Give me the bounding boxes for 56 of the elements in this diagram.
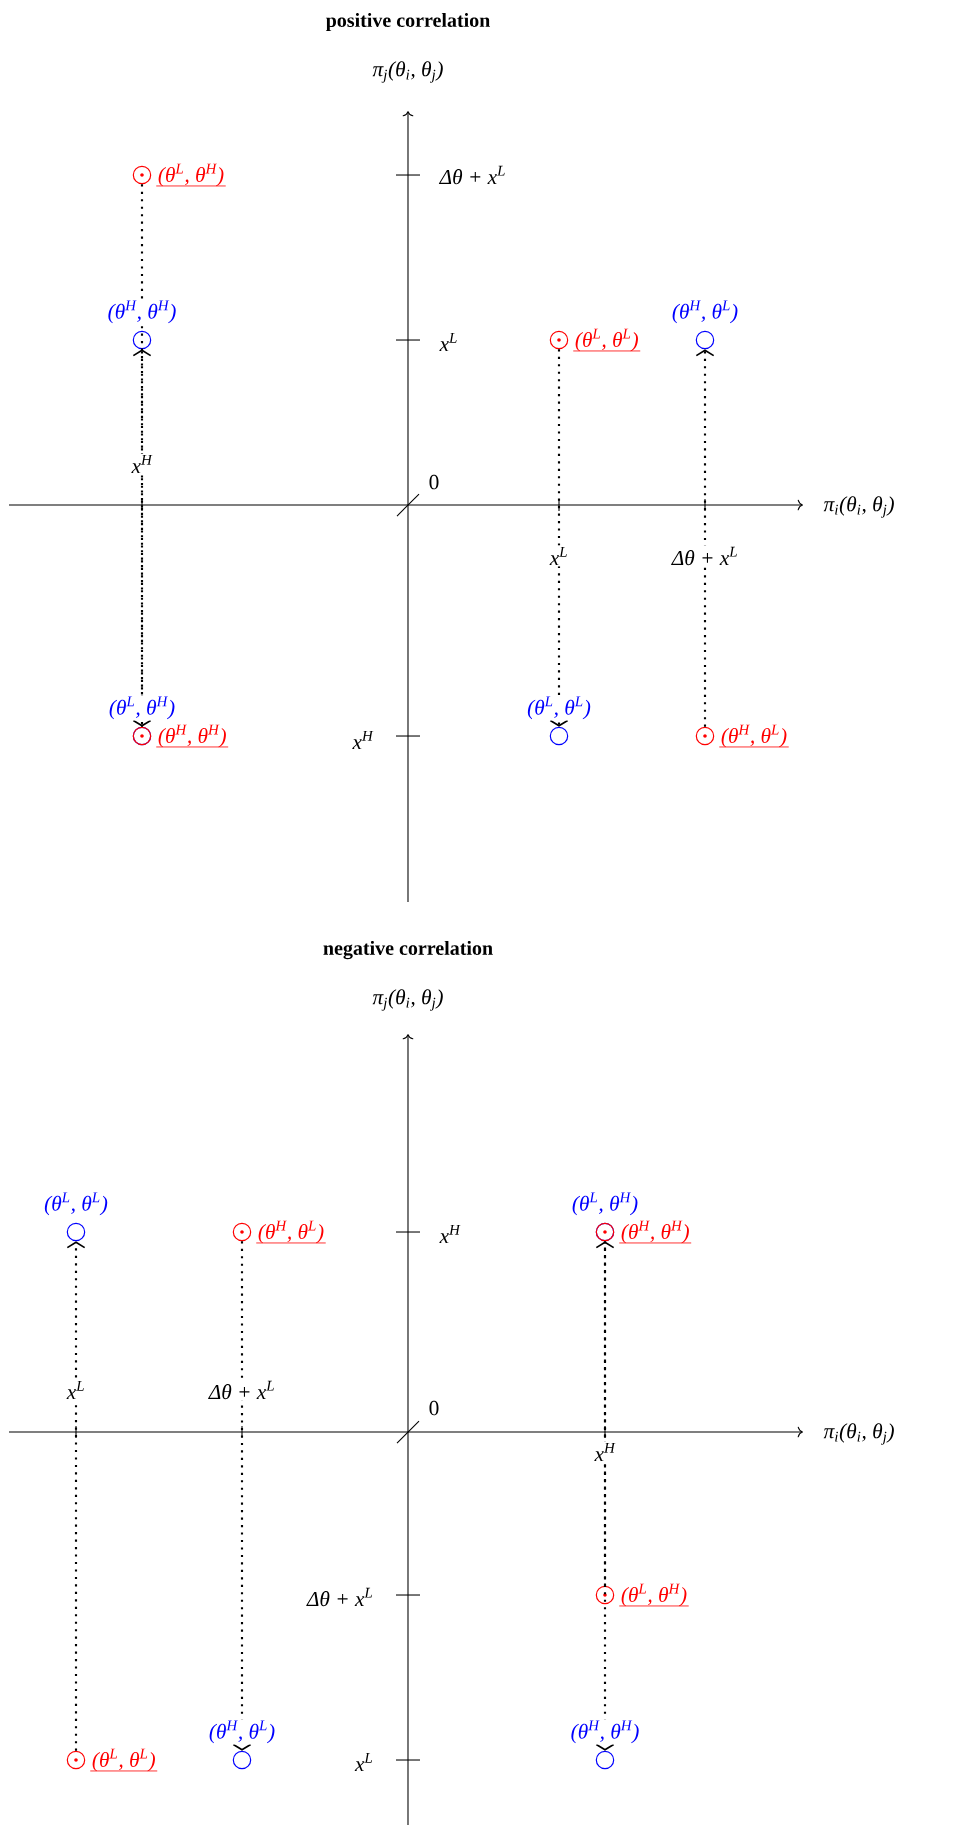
axis-label: x$^{H}$ <box>438 1223 462 1245</box>
point-label: (θ$^{H}$, θ$^{L}$) <box>207 1719 277 1745</box>
axis-label: Δθ + x$^{L}$ <box>207 1379 277 1401</box>
point-label: (θ$^{L}$, θ$^{H}$) <box>155 163 227 187</box>
axis-label: x$^{L}$ <box>548 545 570 567</box>
point-label: (θ$^{L}$, θ$^{L}$) <box>572 328 641 352</box>
axis-label: π$_{j}$(θ$_{i}$, θ$_{j}$) <box>371 987 445 1013</box>
point-marker <box>549 726 569 746</box>
point-label: (θ$^{L}$, θ$^{H}$) <box>570 1191 640 1217</box>
axis-label: x$^{H}$ <box>593 1441 617 1463</box>
arrow <box>595 1241 615 1751</box>
axis-label: x$^{H}$ <box>130 453 154 475</box>
axis-label: π$_{i}$(θ$_{i}$, θ$_{j}$) <box>822 1421 896 1447</box>
arrow <box>132 349 152 727</box>
arrow <box>232 1241 252 1751</box>
point-marker <box>549 330 569 350</box>
point-label: (θ$^{H}$, θ$^{H}$) <box>618 1220 692 1244</box>
point-label: (θ$^{L}$, θ$^{H}$) <box>618 1583 690 1607</box>
point-label: (θ$^{H}$, θ$^{H}$) <box>155 724 229 748</box>
point-marker <box>66 1222 86 1242</box>
point-marker <box>695 726 715 746</box>
arrow <box>66 1241 86 1751</box>
point-marker <box>695 330 715 350</box>
point-label: (θ$^{L}$, θ$^{L}$) <box>42 1191 110 1217</box>
arrow <box>695 349 715 727</box>
point-label: (θ$^{H}$, θ$^{H}$) <box>106 299 178 325</box>
point-label: (θ$^{L}$, θ$^{L}$) <box>525 695 593 721</box>
axis-label: x$^{L}$ <box>438 331 460 353</box>
axis-label: Δθ + x$^{L}$ <box>438 164 508 186</box>
arrow <box>132 184 152 727</box>
point-marker <box>595 1750 615 1770</box>
axis-label: Δθ + x$^{L}$ <box>305 1586 375 1608</box>
point-marker <box>595 1585 615 1605</box>
axis-label: 0 <box>427 1399 441 1417</box>
point-label: (θ$^{H}$, θ$^{H}$) <box>569 1719 641 1745</box>
axis-label: π$_{j}$(θ$_{i}$, θ$_{j}$) <box>371 59 445 85</box>
panel-title: negative correlation <box>321 939 495 961</box>
axis-label: π$_{i}$(θ$_{i}$, θ$_{j}$) <box>822 494 896 520</box>
axis-label: x$^{L}$ <box>353 1751 375 1773</box>
point-marker <box>66 1750 86 1770</box>
point-label: (θ$^{H}$, θ$^{L}$) <box>255 1220 327 1244</box>
arrow <box>595 1241 615 1586</box>
axis-label: x$^{L}$ <box>65 1379 87 1401</box>
point-marker <box>132 330 152 350</box>
point-marker <box>132 165 152 185</box>
point-label: (θ$^{L}$, θ$^{H}$) <box>107 695 177 721</box>
point-marker <box>232 1222 252 1242</box>
axis-label: Δθ + x$^{L}$ <box>670 545 740 567</box>
point-label: (θ$^{H}$, θ$^{L}$) <box>670 299 740 325</box>
panel-title: positive correlation <box>324 11 492 33</box>
point-marker <box>232 1750 252 1770</box>
arrow <box>549 349 569 727</box>
axis-label: 0 <box>427 473 441 491</box>
point-label: (θ$^{L}$, θ$^{L}$) <box>89 1748 158 1772</box>
point-label: (θ$^{H}$, θ$^{L}$) <box>718 724 790 748</box>
axis-label: x$^{H}$ <box>351 729 375 751</box>
